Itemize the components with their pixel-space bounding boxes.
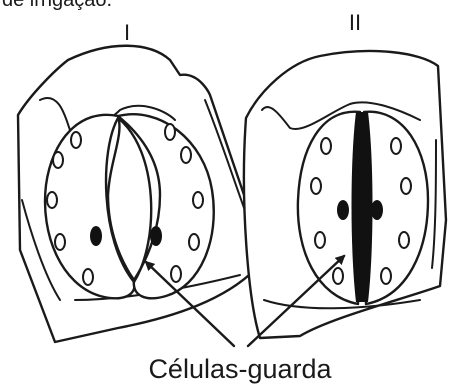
panel-label-i: I bbox=[124, 20, 130, 45]
panel-label-ii: II bbox=[349, 10, 361, 35]
panel-ii-closed-pore bbox=[352, 112, 373, 302]
caption-guard-cells: Células-guarda bbox=[148, 354, 332, 384]
panel-i-nucleus-left bbox=[90, 226, 102, 246]
header-fragment: de irrigação. bbox=[2, 0, 112, 11]
panel-ii-nucleus-right bbox=[371, 200, 383, 220]
panel-i-nucleus-right bbox=[150, 226, 162, 246]
panel-i-open-stoma bbox=[18, 46, 262, 342]
panel-ii-nucleus-left bbox=[337, 200, 349, 220]
panel-ii-closed-stoma bbox=[244, 51, 446, 338]
